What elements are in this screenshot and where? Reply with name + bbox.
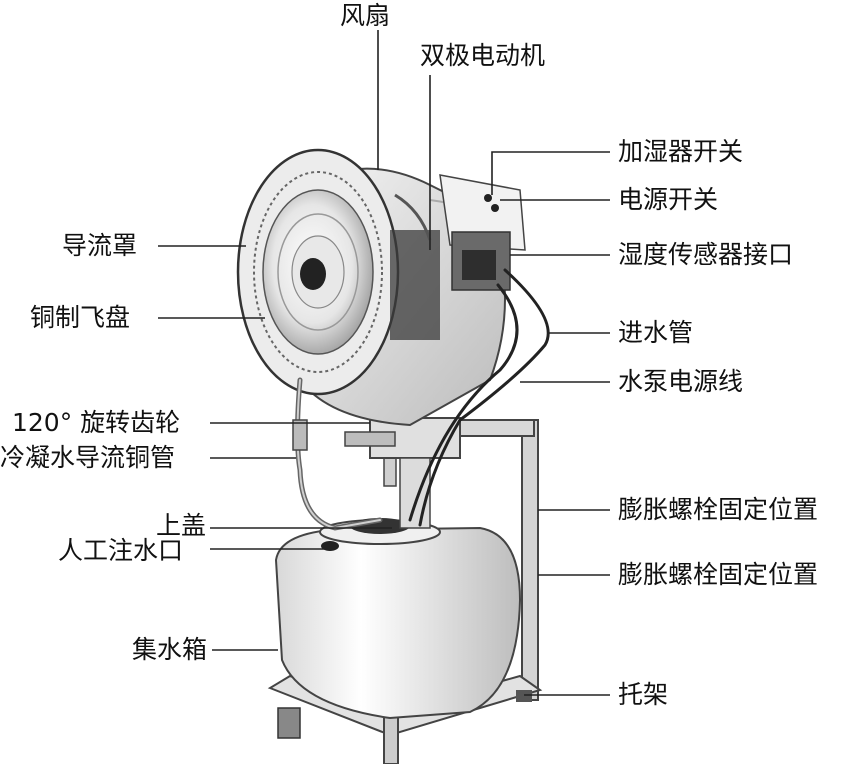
label-condensate-pipe: 冷凝水导流铜管 [0,443,176,472]
label-bracket: 托架 [618,680,669,709]
label-inlet-pipe: 进水管 [618,318,694,347]
label-copper-disc: 铜制飞盘 [30,303,131,332]
water-tank [274,518,522,720]
label-shroud: 导流罩 [62,231,138,260]
label-sensor-port: 湿度传感器接口 [618,240,794,269]
control-box [439,174,526,291]
label-motor: 双极电动机 [420,41,546,70]
label-gear: 120° 旋转齿轮 [12,408,181,437]
label-anchor-upper: 膨胀螺栓固定位置 [618,495,819,524]
label-power-switch: 电源开关 [618,185,719,214]
label-humidifier-switch: 加湿器开关 [618,137,744,166]
label-tank: 集水箱 [132,635,208,664]
label-pump-cable: 水泵电源线 [618,367,744,396]
label-anchor-lower: 膨胀螺栓固定位置 [618,560,819,589]
gear-column [344,417,461,529]
label-top-cover: 上盖 [156,511,207,540]
label-fill-port: 人工注水口 [58,536,184,565]
label-fan: 风扇 [340,1,391,30]
hoses [292,268,550,531]
leader-lines [158,30,610,696]
